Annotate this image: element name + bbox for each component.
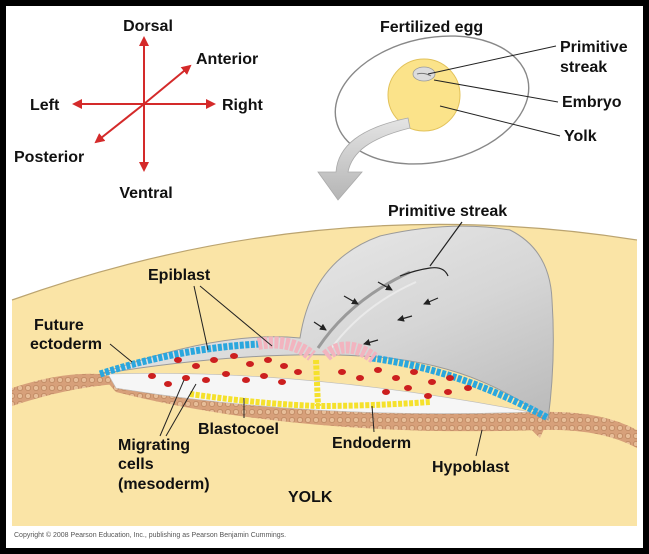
copyright-notice: Copyright © 2008 Pearson Education, Inc.… (14, 532, 286, 539)
endoderm-label: Endoderm (332, 435, 411, 452)
dorsal-label: Dorsal (123, 18, 173, 35)
egg-primitive-label-1: Primitive (560, 39, 628, 56)
posterior-label: Posterior (14, 149, 84, 166)
yolk-label: YOLK (288, 489, 333, 506)
egg-embryo-label: Embryo (562, 94, 622, 111)
fertilized-egg-label: Fertilized egg (380, 19, 483, 36)
left-label: Left (30, 97, 60, 114)
endoderm-ingression (316, 360, 318, 406)
right-label: Right (222, 97, 264, 114)
egg-primitive-label-2: streak (560, 59, 607, 76)
future-ectoderm-label-2: ectoderm (30, 336, 102, 353)
anterior-label: Anterior (196, 51, 258, 68)
orientation-compass (74, 38, 214, 170)
ventral-label: Ventral (119, 185, 172, 202)
egg-yolk-label: Yolk (564, 128, 597, 145)
epiblast-label: Epiblast (148, 267, 211, 284)
posterior-arrow (96, 104, 144, 142)
anterior-arrow (144, 66, 190, 104)
future-ectoderm-label-1: Future (34, 317, 84, 334)
migrating-label-2: cells (118, 456, 154, 473)
blastocoel-label: Blastocoel (198, 421, 279, 438)
migrating-label-3: (mesoderm) (118, 476, 210, 493)
migrating-label-1: Migrating (118, 437, 190, 454)
hypoblast-label: Hypoblast (432, 459, 510, 476)
primitive-streak-label: Primitive streak (388, 203, 507, 220)
